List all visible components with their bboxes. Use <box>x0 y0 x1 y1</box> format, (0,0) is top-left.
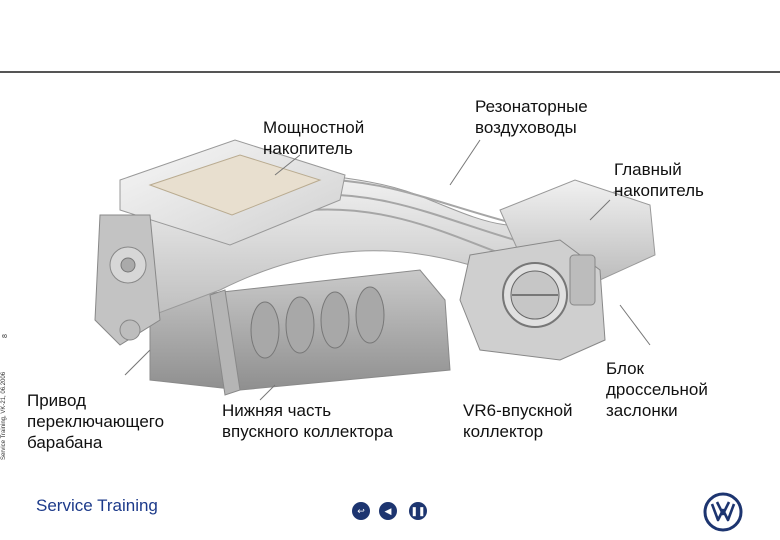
back-button[interactable]: ↩ <box>352 502 370 520</box>
label-vr6-manifold: VR6-впускной коллектор <box>463 401 573 441</box>
vw-logo <box>703 492 743 532</box>
label-drum-drive: Привод переключающего барабана <box>27 391 165 452</box>
previous-button[interactable]: ◀ <box>379 502 397 520</box>
back-icon: ↩ <box>357 505 365 516</box>
pause-button[interactable]: ❚❚ <box>409 502 427 520</box>
previous-icon: ◀ <box>384 505 392 516</box>
label-main-plenum: Главный накопитель <box>614 160 704 200</box>
pause-icon: ❚❚ <box>410 505 426 516</box>
label-resonance-ducts: Резонаторные воздуховоды <box>475 97 588 137</box>
label-power-plenum: Мощностной накопитель <box>263 118 365 158</box>
service-training-brand: Service Training <box>36 496 158 515</box>
label-lower-manifold: Нижняя часть впускного коллектора <box>222 401 393 441</box>
top-divider <box>0 71 780 73</box>
label-throttle-unit: Блок дроссельной заслонки <box>606 359 708 420</box>
